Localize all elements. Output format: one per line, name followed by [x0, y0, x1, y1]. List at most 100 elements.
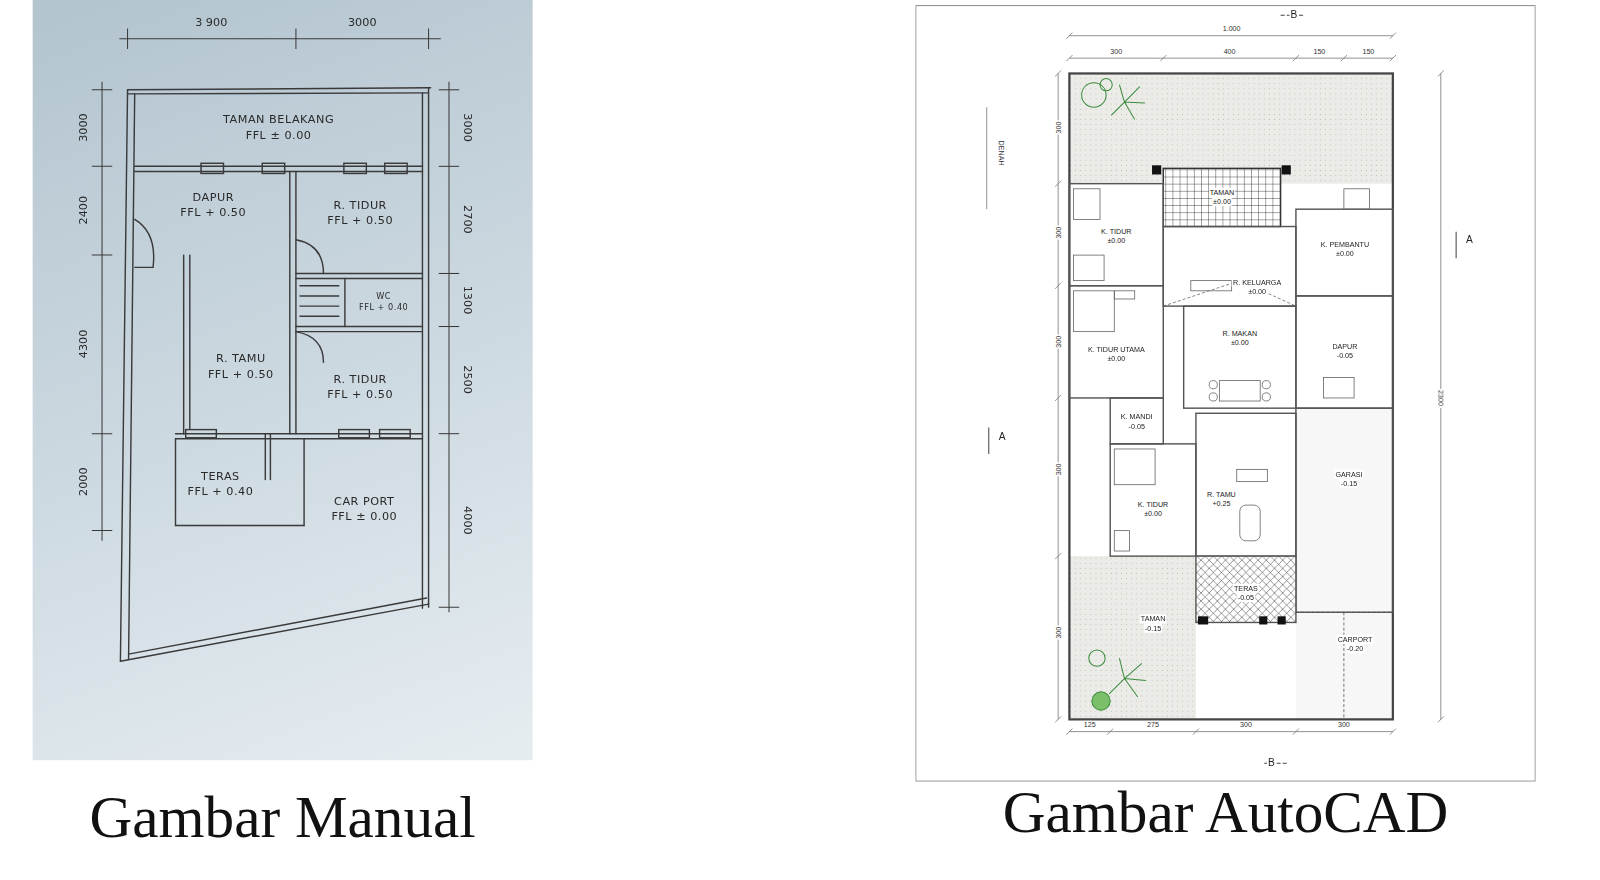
room-label: R. TIDURFFL + 0.50 [300, 179, 420, 250]
room-name: K. TIDUR [1100, 226, 1132, 235]
sketch-walls [120, 88, 430, 661]
floor-level: ±0.00 [1335, 249, 1355, 258]
dimension-label: B [1267, 758, 1276, 768]
dimension-label: 300 [1337, 721, 1351, 728]
room-name: TAMAN [1140, 614, 1167, 623]
room-label: K. PEMBANTU±0.00 [1301, 235, 1389, 264]
dimension-label: 1300 [462, 286, 473, 315]
room-name: R. TIDUR [333, 373, 386, 388]
furniture [1073, 189, 1369, 551]
floor-level: FFL + 0.50 [180, 206, 246, 221]
dimension-label: 125 [1083, 721, 1097, 728]
room-label: GARASI-0.15 [1313, 464, 1384, 493]
dimension-label: 300 [1109, 47, 1123, 54]
dimension-label: 300 [1055, 226, 1062, 240]
dimension-label: 2000 [78, 467, 89, 496]
floor-level: ±0.00 [1212, 197, 1232, 206]
dimension-lines [92, 29, 459, 613]
dimension-label: 3000 [348, 17, 377, 28]
dimension-label: 4000 [462, 506, 473, 535]
dimension-label: 300 [1055, 121, 1062, 135]
floor-level: -0.05 [1237, 593, 1255, 602]
floor-level: -0.15 [1144, 623, 1162, 632]
floor-level: -0.05 [1128, 421, 1146, 430]
dimension-label: 300 [1055, 462, 1062, 476]
floor-level: FFL + 0.40 [359, 303, 408, 314]
dimension-label: 300 [1055, 626, 1062, 640]
dimension-label: 3000 [462, 113, 473, 142]
room-name: CAR PORT [334, 495, 394, 510]
room-label: TAMAN±0.00 [1189, 179, 1255, 216]
dimension-label: B [1289, 10, 1298, 20]
floor-level: FFL + 0.40 [187, 485, 253, 500]
floor-level: FFL ± 0.00 [246, 129, 312, 144]
walls [1069, 73, 1392, 719]
room-label: K. MANDI-0.05 [1112, 406, 1161, 437]
room-name: K. TIDUR [1137, 500, 1169, 509]
room-label: R. MAKAN±0.00 [1204, 323, 1275, 352]
dimension-label: A [1465, 235, 1474, 245]
room-name: R. TIDUR [333, 199, 386, 214]
room-name: R. KELUARGA [1232, 277, 1282, 286]
dimension-label: 2300 [1437, 389, 1444, 407]
dimension-label: 300 [1239, 721, 1253, 728]
room-name: R. MAKAN [1222, 328, 1259, 337]
room-label: WCFFL + 0.40 [347, 281, 420, 326]
caption-text: Gambar Manual [90, 788, 476, 847]
floor-level: +0.25 [1211, 499, 1231, 508]
room-label: DAPURFFL + 0.50 [139, 176, 288, 237]
section-marks [989, 15, 1456, 763]
room-label: TAMAN-0.15 [1119, 609, 1186, 638]
room-label: K. TIDUR±0.00 [1119, 495, 1186, 524]
room-name: TAMAN BELAKANG [223, 113, 334, 128]
room-name: TAMAN [1209, 188, 1236, 197]
room-label: K. TIDUR±0.00 [1084, 221, 1149, 250]
dimension-label: 2700 [462, 205, 473, 234]
room-name: K. MANDI [1120, 412, 1154, 421]
dimension-label: A [998, 432, 1007, 442]
room-label: DAPUR-0.05 [1301, 337, 1389, 366]
room-name: K. TIDUR UTAMA [1087, 345, 1146, 354]
dimension-label: 2400 [78, 196, 89, 225]
room-label: TAMAN BELAKANGFFL ± 0.00 [135, 97, 423, 160]
room-label: R. TIDURFFL + 0.50 [300, 352, 420, 423]
floor-level: FFL ± 0.00 [331, 510, 397, 525]
room-name: R. TAMU [1206, 490, 1237, 499]
dimension-label: 300 [1055, 335, 1062, 349]
floor-level: ±0.00 [1106, 354, 1126, 363]
floor-level: ±0.00 [1230, 338, 1250, 347]
dimension-label: DENAH [998, 140, 1005, 167]
dimension-label: 3000 [78, 113, 89, 142]
floor-level: ±0.00 [1247, 287, 1267, 296]
room-name: K. PEMBANTU [1320, 240, 1370, 249]
room-label: R. TAMUFFL + 0.50 [194, 327, 288, 409]
room-name: TERAS [201, 470, 240, 485]
dimension-label: 3 900 [195, 17, 227, 28]
dimension-label: 4300 [78, 330, 89, 359]
room-name: DAPUR [193, 191, 234, 206]
room-label: R. TAMU+0.25 [1201, 485, 1242, 514]
column-marks [1152, 165, 1291, 624]
floor-level: FFL + 0.50 [208, 367, 274, 382]
dimension-label: 400 [1223, 47, 1237, 54]
room-name: DAPUR [1331, 342, 1358, 351]
room-label: R. KELUARGA±0.00 [1221, 272, 1292, 301]
dimension-label: 1.000 [1222, 25, 1242, 32]
floor-level: FFL + 0.50 [327, 214, 393, 229]
room-label: TERASFFL + 0.40 [178, 449, 264, 520]
floor-level: -0.05 [1336, 351, 1354, 360]
dimension-label: 2500 [462, 365, 473, 394]
room-label: TERAS-0.05 [1211, 579, 1280, 608]
floor-level: -0.20 [1346, 644, 1364, 653]
room-name: GARASI [1334, 469, 1363, 478]
room-name: CARPORT [1337, 635, 1374, 644]
room-name: TERAS [1233, 584, 1259, 593]
dimension-label: 150 [1312, 47, 1326, 54]
dimension-lines [987, 33, 1444, 735]
caption-text: Gambar AutoCAD [1003, 783, 1448, 842]
room-label: K. TIDUR UTAMA±0.00 [1073, 340, 1159, 369]
drawing-panel: Gambar ManualTAMAN BELAKANGFFL ± 0.00DAP… [33, 0, 533, 760]
floor-level: ±0.00 [1106, 236, 1126, 245]
floor-level: -0.15 [1340, 479, 1358, 488]
